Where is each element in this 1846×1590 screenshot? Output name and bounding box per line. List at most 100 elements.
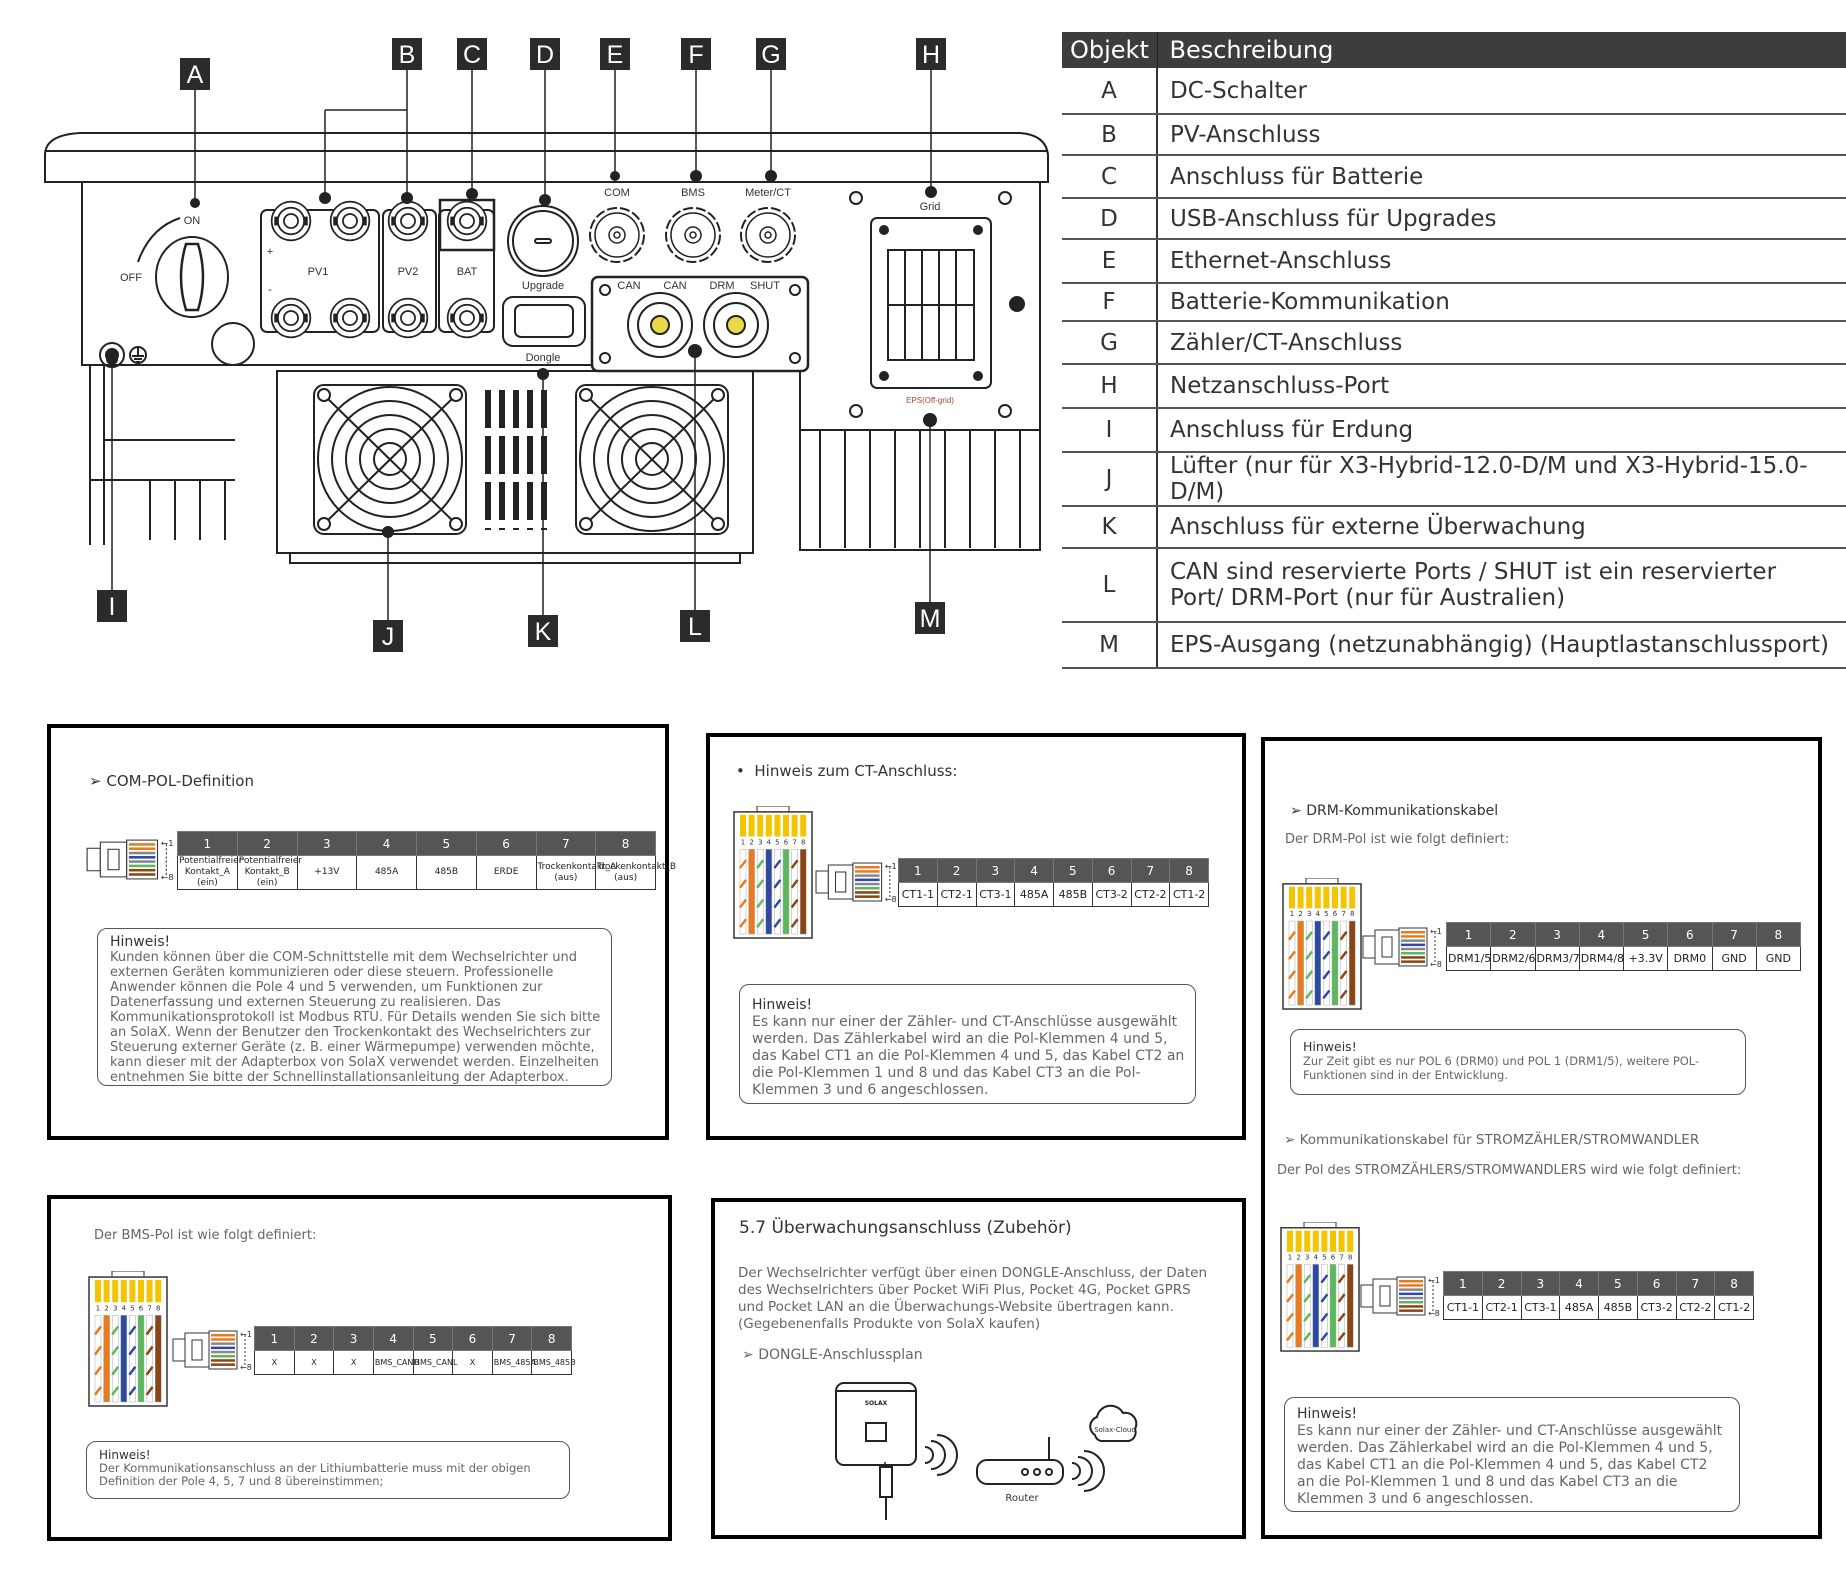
- legend-description: Anschluss für Erdung: [1157, 408, 1846, 453]
- plus-sign: +: [267, 246, 273, 258]
- pin-function: +3.3V: [1622, 946, 1669, 971]
- pin-function: CT1-2: [1169, 882, 1209, 907]
- hint-text: Zur Zeit gibt es nur POL 6 (DRM0) und PO…: [1303, 1054, 1700, 1082]
- legend-description: DC-Schalter: [1157, 68, 1846, 115]
- svg-text:H: H: [922, 41, 940, 69]
- pin-number: 8: [1169, 858, 1209, 883]
- legend-object: C: [1062, 155, 1158, 199]
- legend-object: A: [1062, 68, 1158, 115]
- pin-function: CT3-1: [1520, 1295, 1561, 1320]
- bms-subtitle: Der BMS-Pol ist wie folgt definiert:: [94, 1228, 317, 1243]
- pin-number: 3: [1520, 1271, 1561, 1296]
- hint-title: Hinweis!: [110, 934, 171, 950]
- pin-number: 7: [1130, 858, 1171, 883]
- shut-label: SHUT: [750, 280, 780, 292]
- dongle-connection-plan: SOLAX Router Solax-Cloud: [835, 1382, 1138, 1520]
- pin-number: 5: [412, 1326, 454, 1351]
- pin-function: ERDE: [475, 855, 537, 890]
- pin-function: 485B: [1598, 1295, 1638, 1320]
- hint-title: Hinweis!: [1303, 1039, 1357, 1054]
- upgrade-label: Upgrade: [522, 280, 564, 292]
- pin-number: 8: [595, 831, 656, 856]
- svg-text:J: J: [382, 623, 395, 651]
- pin-number: 6: [1091, 858, 1132, 883]
- meter-ct-label: Meter/CT: [745, 187, 791, 199]
- callout-m: M: [915, 602, 945, 634]
- pin-number: 4: [356, 831, 417, 856]
- rj45-plug-icon: ←1←8: [1360, 1273, 1440, 1318]
- legend-description: Anschluss für Batterie: [1157, 155, 1846, 199]
- pin-number: 3: [296, 831, 358, 856]
- legend-description: EPS-Ausgang (netzunabhängig) (Hauptlasta…: [1157, 622, 1846, 669]
- callout-g: G: [756, 38, 786, 70]
- legend-object: G: [1062, 321, 1158, 365]
- pin-number: 7: [1341, 910, 1345, 918]
- rj45-plug-icon: ←1 ←8: [1362, 924, 1442, 969]
- callout-i: I: [97, 590, 127, 622]
- svg-text:G: G: [761, 41, 780, 69]
- pin-number: 1: [898, 858, 938, 883]
- meter-subtitle: Der Pol des STROMZÄHLERS/STROMWANDLERS w…: [1277, 1163, 1742, 1178]
- pin-function: CT2-1: [936, 882, 977, 907]
- meter-title-text: Kommunikationskabel für STROMZÄHLER/STRO…: [1299, 1132, 1700, 1148]
- legend-description: Anschluss für externe Überwachung: [1157, 506, 1846, 549]
- legend-object: B: [1062, 114, 1158, 156]
- pin-number: 4: [1578, 922, 1625, 947]
- monitoring-title: 5.7 Überwachungsanschluss (Zubehör): [739, 1218, 1072, 1238]
- pin-number: 1: [1445, 922, 1492, 947]
- com-pol-panel: [47, 724, 669, 1140]
- svg-text:M: M: [920, 605, 941, 633]
- pin-number: 8: [1348, 1254, 1352, 1262]
- pin-number: 6: [475, 831, 537, 856]
- pin-function: CT2-1: [1481, 1295, 1522, 1320]
- pin-first-marker: ←1: [1430, 927, 1442, 936]
- pin-number: 6: [1331, 1254, 1335, 1262]
- svg-text:L: L: [688, 613, 702, 641]
- com-label: COM: [604, 187, 630, 199]
- pin-number: 8: [801, 838, 805, 846]
- com-pol-title: ➢ COM-POL-Definition: [89, 772, 254, 790]
- pin-last-marker: ←8: [1428, 1309, 1440, 1318]
- pin-number: 4: [1559, 1271, 1599, 1296]
- minus-sign: -: [268, 284, 272, 296]
- legend-object: M: [1062, 622, 1158, 669]
- pin-first-marker: ←1: [240, 1330, 252, 1339]
- pin-number: 5: [130, 1303, 134, 1312]
- legend-object: F: [1062, 283, 1158, 322]
- svg-text:C: C: [463, 41, 481, 69]
- solax-logo: SOLAX: [865, 1400, 888, 1407]
- pin-function: 485A: [1014, 882, 1054, 907]
- dongle-plan-title: ➢ DONGLE-Anschlussplan: [742, 1347, 923, 1363]
- bms-hint-box: Hinweis! Der Kommunikationsanschluss an …: [86, 1441, 570, 1499]
- legend-object: D: [1062, 198, 1158, 240]
- pin-number: 7: [491, 1326, 533, 1351]
- pin-number: 7: [147, 1303, 151, 1312]
- pin-number: 5: [416, 831, 477, 856]
- ct-hint-box: Hinweis! Es kann nur einer der Zähler- u…: [739, 984, 1196, 1104]
- pin-last-marker: ←8: [1430, 960, 1442, 969]
- com-pol-title-text: COM-POL-Definition: [106, 772, 254, 790]
- hint-text: Kunden können über die COM-Schnittstelle…: [110, 950, 601, 1085]
- legend-description: USB-Anschluss für Upgrades: [1157, 198, 1846, 240]
- pin-function: DRM1/5: [1445, 946, 1491, 971]
- inverter-connection-diagram: ON OFF PV1 PV2 BAT + - Upgrade Dongle CO…: [44, 38, 1049, 652]
- pin-last-marker: ←8: [240, 1363, 252, 1372]
- pin-function: CT2-2: [1130, 882, 1171, 907]
- pin-number: 2: [293, 1326, 335, 1351]
- grid-label: Grid: [920, 201, 941, 213]
- pin-number: 5: [1324, 910, 1328, 918]
- pin-number: 6: [1333, 910, 1337, 918]
- hint-text: Es kann nur einer der Zähler- und CT-Ans…: [1297, 1423, 1723, 1507]
- hint-title: Hinweis!: [99, 1448, 151, 1462]
- pin-number: 6: [1667, 922, 1713, 947]
- pin-function: DRM4/8: [1578, 946, 1624, 971]
- pin-function: Potentialfreier Kontakt_A (ein): [177, 855, 243, 890]
